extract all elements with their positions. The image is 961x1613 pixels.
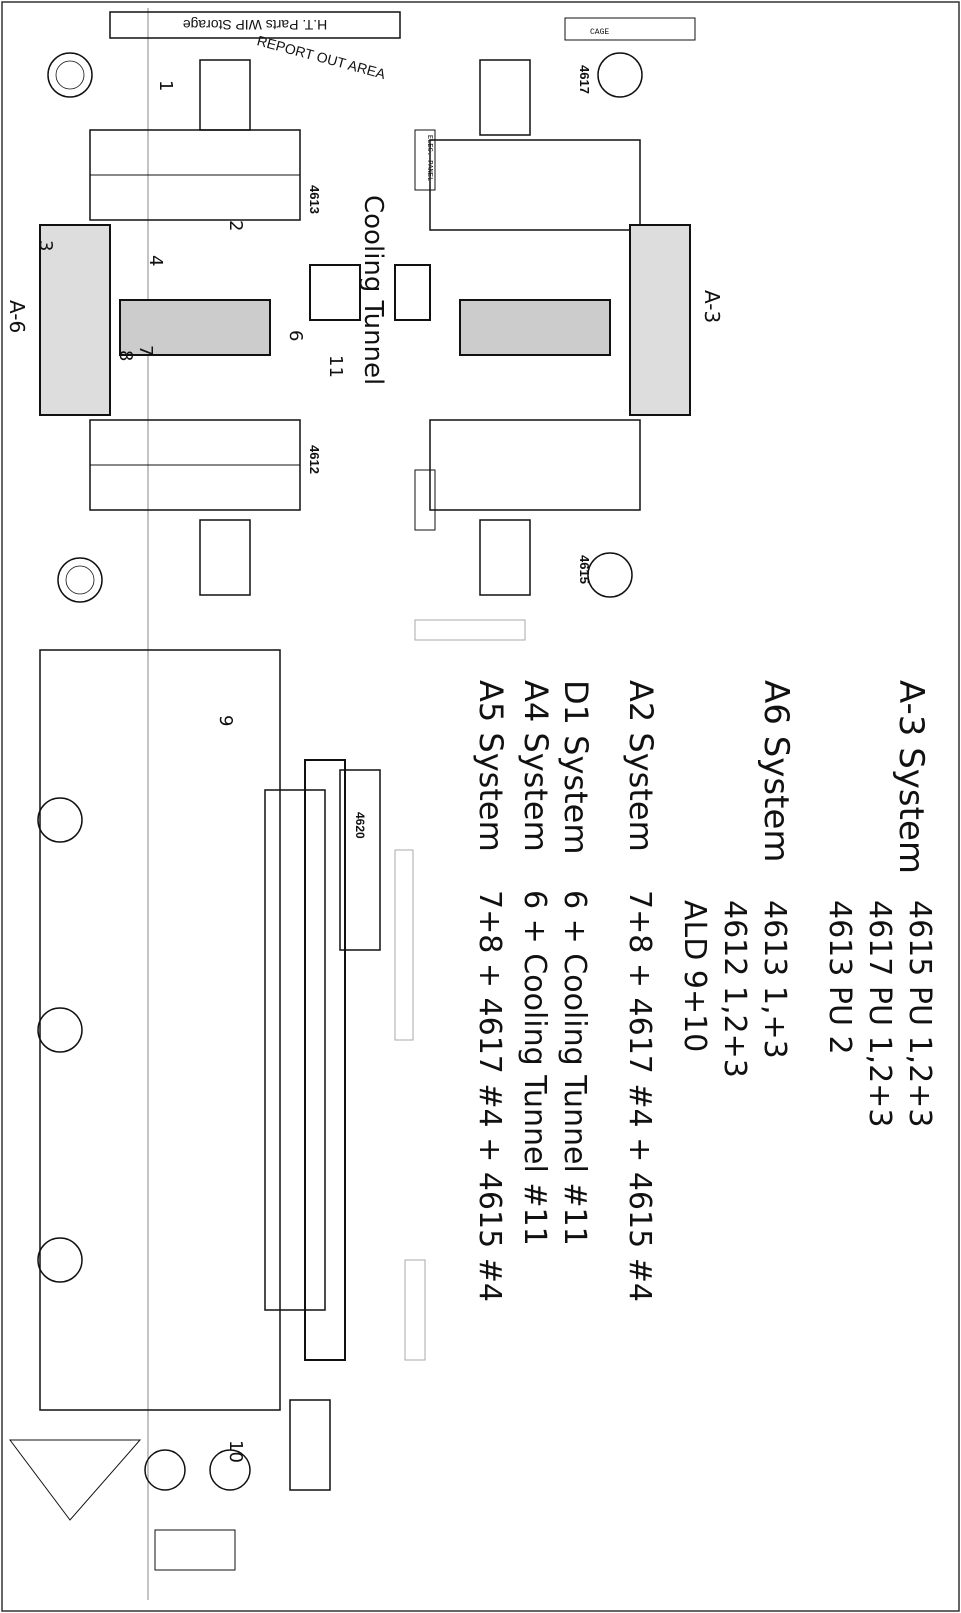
note-a6-item-2: 4612 1,2+3 [717,900,752,1078]
line-outline [39,649,281,1411]
note-a2-item: 7+8 + 4617 #4 + 4615 #4 [622,890,657,1302]
note-d1-system: D1 System [557,680,595,855]
note-d1-item: 6 + Cooling Tunnel #11 [557,890,592,1246]
n7-label: 7 [135,345,156,356]
elec-panel [414,129,436,191]
tank-icon [209,1449,251,1491]
wip-storage-box [109,11,401,39]
outline-box [404,1259,426,1361]
cooling-tunnel-label: Cooling Tunnel [358,195,388,385]
quench-block [39,224,111,416]
note-a5-system: A5 System [472,680,510,852]
gas-circle [55,60,85,90]
cooling-tunnel-box [309,264,361,321]
note-a6-system: A6 System [756,680,796,862]
gas-circle [65,565,95,595]
n4-label: 4 [145,255,166,266]
note-a4-item: 6 + Cooling Tunnel #11 [517,890,552,1246]
quench-block [119,299,271,356]
vessel-box [289,1399,331,1491]
note-a2-system: A2 System [622,680,660,852]
quench-block [629,224,691,416]
a6-label: A-6 [5,300,29,333]
furnace-4612-label: 4612 [307,445,322,474]
wip-storage-label: H.T. Parts WIP Storage [183,17,328,33]
lower-furnace-line: 4620 9 10 [9,649,381,1571]
a3-label: A-3 [700,290,724,323]
n6-label: 6 [285,330,306,341]
note-a4-system: A4 System [517,680,555,852]
n9-label: 9 [215,715,236,726]
furnace-4617-label: 4617 [577,65,592,94]
n10-label: 10 [225,1440,246,1463]
elec-panel-label: ELEC. PANEL [425,135,433,181]
gas-circle [47,52,93,98]
note-a3-item-2: 4617 PU 1,2+3 [862,900,897,1127]
pump-box [154,1529,236,1571]
triangle-corner [9,1439,142,1521]
conveyor-icon [264,789,326,1311]
note-a6-item-1: 4613 1,+3 [757,900,792,1059]
right-furnace-line: CAGE ELEC. PANEL 4617 4615 A-3 [394,17,724,598]
n2-label: 2 [225,220,246,231]
conveyor-icon [304,759,346,1361]
conveyor-icon [199,59,251,131]
outline-box [394,849,414,1041]
note-a3-item-3: 4613 PU 2 [822,900,857,1055]
furnace-icon [37,1237,83,1283]
furnace-4615-label: 4615 [577,555,592,584]
upper-furnace-line: H.T. Parts WIP Storage REPORT OUT AREA 4… [5,11,401,603]
elec-panel [414,469,436,531]
furnace-4613-label: 4613 [307,185,322,214]
gas-circle [57,557,103,603]
n3-label: 3 [35,240,56,251]
cage-label: CAGE [590,28,609,37]
cage-row [564,17,696,41]
furnace-icon [37,1007,83,1053]
gas-circle [587,552,633,598]
conveyor-icon [479,519,531,596]
n11-label: 11 [325,355,346,378]
furnace-4620-label: 4620 [353,812,367,839]
note-a6-item-3: ALD 9+10 [677,900,712,1052]
system-notes: A-3 System 4615 PU 1,2+3 4617 PU 1,2+3 4… [472,680,937,1302]
note-a5-item: 7+8 + 4617 #4 + 4615 #4 [472,890,507,1302]
n8-label: 8 [115,350,136,361]
furnace-block [429,419,641,511]
gas-circle [597,52,643,98]
furnace-4620-block [339,769,381,951]
quench-block [459,299,611,356]
outline-box [414,619,526,641]
note-a3-item-1: 4615 PU 1,2+3 [902,900,937,1127]
furnace-icon [37,797,83,843]
note-a3-system: A-3 System [891,680,931,874]
conveyor-icon [479,59,531,136]
report-out-label: REPORT OUT AREA [255,32,388,82]
conveyor-icon [199,519,251,596]
furnace-block [429,139,641,231]
cooling-tunnel-box [394,264,431,321]
n1-label: 1 [155,80,176,91]
tank-icon [144,1449,186,1491]
